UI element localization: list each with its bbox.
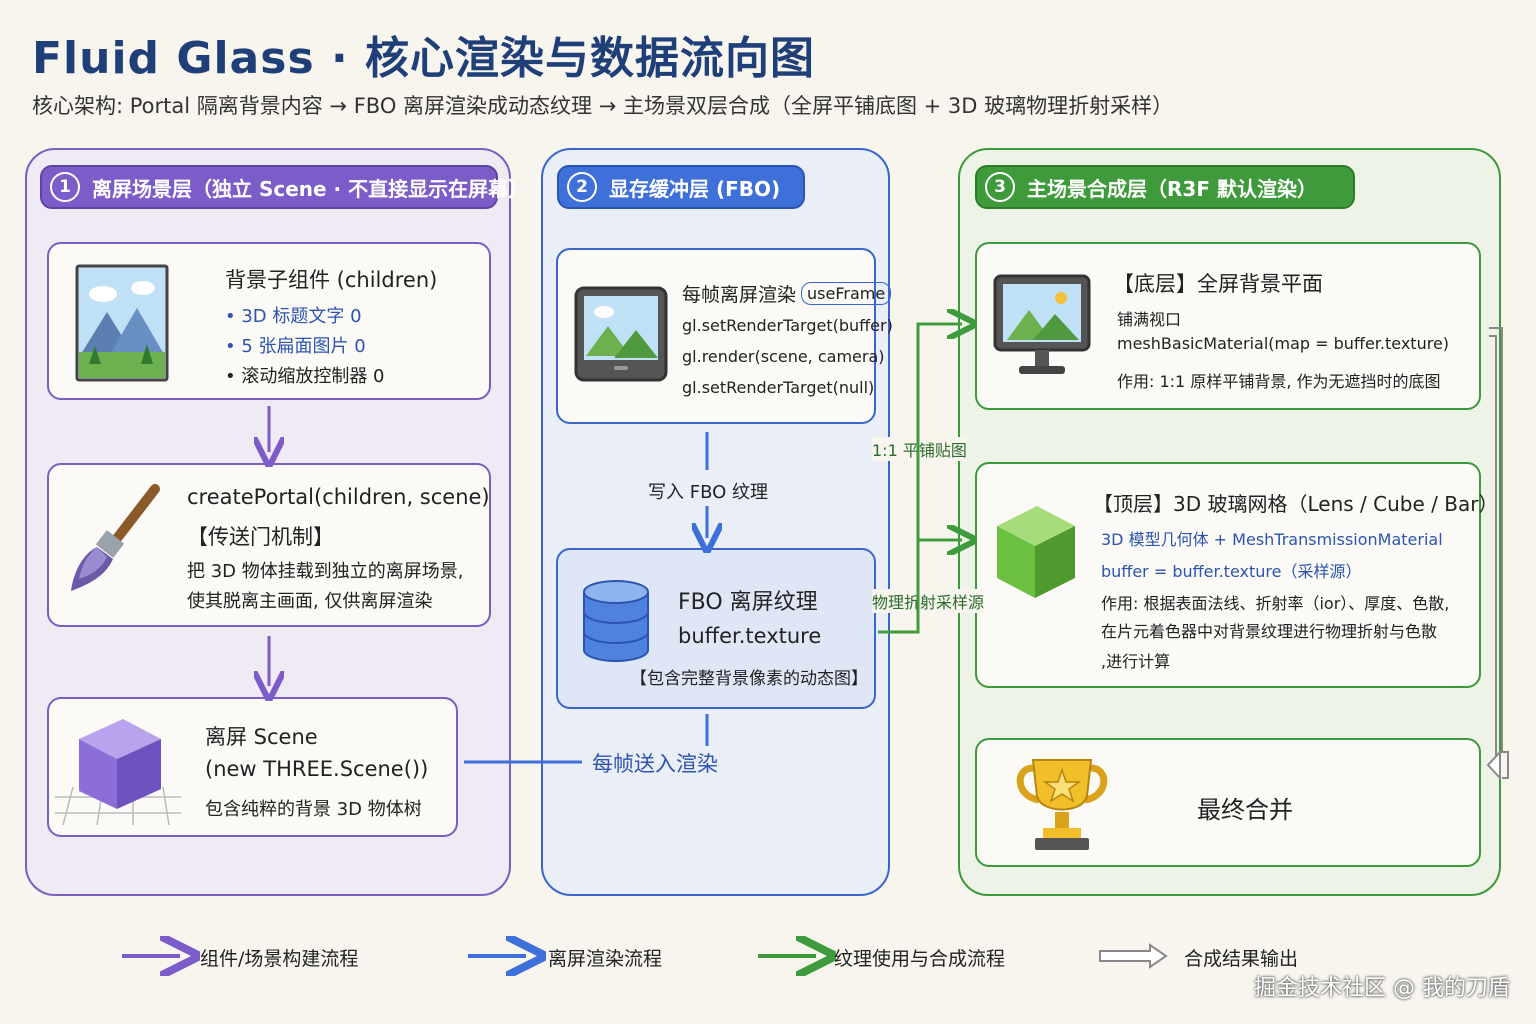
trophy-icon <box>1016 759 1108 850</box>
card-title: 离屏 Scene <box>205 725 318 749</box>
create-portal-card: createPortal(children, scene) 【传送门机制】 把 … <box>47 463 491 627</box>
code-line: gl.setRenderTarget(buffer) <box>682 316 893 335</box>
page-subtitle: 核心架构: Portal 隔离背景内容 → FBO 离屏渲染成动态纹理 → 主场… <box>32 94 1174 118</box>
main-composite-header: 3 主场景合成层（R3F 默认渲染） <box>975 165 1355 209</box>
monitor-landscape-icon <box>574 286 668 382</box>
card-subtitle: 【传送门机制】 <box>187 525 334 549</box>
list-item: • 滚动缩放控制器 0 <box>225 366 385 387</box>
background-plane-card: 【底层】全屏背景平面 铺满视口 meshBasicMaterial(map = … <box>975 242 1481 410</box>
list-item: • 3D 标题文字 0 <box>225 306 362 327</box>
send-to-render-label: 每帧送入渲染 <box>592 752 718 776</box>
card-title: 最终合并 <box>1197 796 1293 824</box>
card-text: meshBasicMaterial(map = buffer.texture) <box>1117 334 1450 353</box>
card-text: 包含纯粹的背景 3D 物体树 <box>205 799 422 820</box>
landscape-picture-icon <box>75 264 169 382</box>
fbo-texture-card: FBO 离屏纹理 buffer.texture 【包含完整背景像素的动态图】 <box>556 548 876 709</box>
list-item: • 5 张扁面图片 0 <box>225 336 366 357</box>
header-label: 主场景合成层（R3F 默认渲染） <box>1027 176 1317 201</box>
card-text: 使其脱离主画面, 仅供离屏渲染 <box>187 591 433 612</box>
fbo-buffer-header: 2 显存缓冲层 (FBO) <box>557 165 805 209</box>
legend-texture-flow: 纹理使用与合成流程 <box>834 948 1006 970</box>
monitor-mountain-icon <box>993 274 1091 374</box>
database-icon <box>583 580 649 662</box>
header-label: 离屏场景层（独立 Scene · 不直接显示在屏幕） <box>92 176 529 201</box>
glass-mesh-card: 【顶层】3D 玻璃网格（Lens / Cube / Bar） 3D 模型几何体 … <box>975 462 1498 688</box>
card-text: buffer = buffer.texture（采样源） <box>1101 562 1362 581</box>
offscreen-scene-card: 离屏 Scene (new THREE.Scene()) 包含纯粹的背景 3D … <box>47 697 458 837</box>
paintbrush-icon <box>71 484 160 591</box>
card-title: 【底层】全屏背景平面 <box>1113 272 1323 296</box>
card-title: 每帧离屏渲染 <box>682 284 797 306</box>
step-number: 2 <box>567 172 597 202</box>
step-number: 1 <box>50 172 80 202</box>
final-merge-card: 最终合并 <box>975 738 1481 867</box>
use-frame-tag: useFrame <box>801 282 892 305</box>
card-text: 把 3D 物体挂载到独立的离屏场景, <box>187 561 464 582</box>
card-title: FBO 离屏纹理 <box>678 590 818 615</box>
card-code: buffer.texture <box>678 624 822 648</box>
legend-output: 合成结果输出 <box>1184 948 1299 970</box>
card-text: 在片元着色器中对背景纹理进行物理折射与色散 <box>1101 622 1438 641</box>
per-frame-render-card: 每帧离屏渲染 useFrame gl.setRenderTarget(buffe… <box>556 248 893 424</box>
offscreen-scene-header: 1 离屏场景层（独立 Scene · 不直接显示在屏幕） <box>40 165 528 209</box>
card-title: 背景子组件 (children) <box>225 268 438 292</box>
legend-offscreen-flow: 离屏渲染流程 <box>548 948 663 970</box>
write-fbo-label: 写入 FBO 纹理 <box>648 482 768 503</box>
card-title: createPortal(children, scene) <box>187 485 490 509</box>
card-text: 【包含完整背景像素的动态图】 <box>630 669 868 689</box>
card-text: 3D 模型几何体 + MeshTransmissionMaterial <box>1101 530 1443 549</box>
card-title: 【顶层】3D 玻璃网格（Lens / Cube / Bar） <box>1093 492 1499 516</box>
card-text: 作用: 1:1 原样平铺背景, 作为无遮挡时的底图 <box>1117 372 1441 391</box>
watermark: 掘金技术社区 @ 我的刀盾 <box>1254 976 1510 1001</box>
card-text: ,进行计算 <box>1101 652 1171 671</box>
code-line: gl.setRenderTarget(null) <box>682 378 875 397</box>
card-text: 铺满视口 <box>1117 310 1182 329</box>
purple-cube-icon <box>55 719 181 826</box>
step-number: 3 <box>985 172 1015 202</box>
legend-build-flow: 组件/场景构建流程 <box>200 948 359 970</box>
green-cube-icon <box>997 506 1075 598</box>
header-label: 显存缓冲层 (FBO) <box>609 176 781 201</box>
code-line: gl.render(scene, camera) <box>682 347 885 366</box>
page-title: Fluid Glass · 核心渲染与数据流向图 <box>32 33 815 84</box>
card-code: (new THREE.Scene()) <box>205 757 429 781</box>
card-text: 作用: 根据表面法线、折射率（ior）、厚度、色散, <box>1101 594 1450 613</box>
background-children-card: 背景子组件 (children) • 3D 标题文字 0 • 5 张扁面图片 0… <box>47 242 491 400</box>
refract-source-label: 物理折射采样源 <box>872 589 985 613</box>
